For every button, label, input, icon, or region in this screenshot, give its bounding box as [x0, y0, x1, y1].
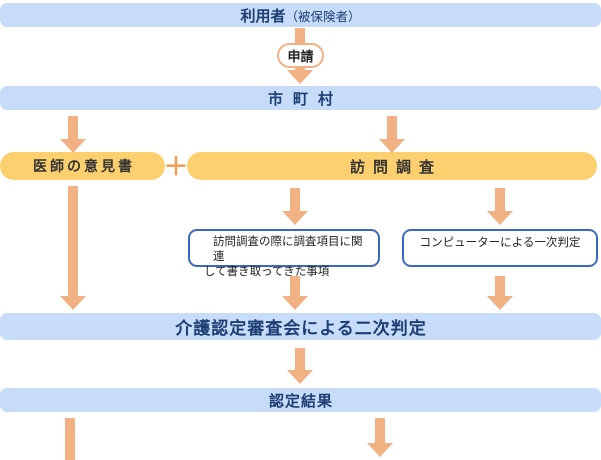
arrow-shaft [495, 188, 505, 211]
arrow-result-outgoing-left [57, 418, 83, 460]
visit-survey-label: 訪問調査 [349, 158, 442, 176]
arrow-computer-to-secondary-judgement [487, 276, 513, 310]
arrow-shaft [65, 418, 75, 460]
visit-survey-pill: 訪問調査 [187, 152, 597, 180]
arrow-shaft [387, 116, 397, 139]
arrow-doctor-opinion-to-secondary-judgement [60, 186, 86, 310]
arrow-head [60, 139, 86, 153]
arrow-head [287, 70, 313, 84]
arrow-shaft [290, 188, 300, 211]
result-label: 認定結果 [268, 392, 333, 410]
secondary-judgement-label: 介護認定審査会による二次判定 [175, 319, 427, 338]
arrow-secondary-judgement-to-result [287, 348, 313, 384]
user-bar-title: 利用者 [240, 7, 286, 25]
arrow-result-outgoing-right [367, 418, 393, 457]
arrow-shaft [68, 186, 78, 296]
arrow-shaft [495, 276, 505, 296]
result-bar: 認定結果 [0, 388, 601, 412]
arrow-head [367, 443, 393, 457]
user-bar-subtitle: （被保険者） [285, 9, 361, 24]
user-bar: 利用者（被保険者） [0, 3, 601, 27]
doctor-opinion-label: 医師の意見書 [33, 158, 135, 174]
arrow-shaft [68, 116, 78, 139]
municipality-label: 市町村 [267, 90, 343, 108]
application-label: 申請 [287, 49, 314, 64]
arrow-head [379, 139, 405, 153]
doctor-opinion-pill: 医師の意見書 [0, 152, 165, 180]
application-capsule: 申請 [277, 43, 324, 68]
arrow-municipality-to-visit-survey [379, 116, 405, 153]
arrow-visit-survey-to-computer [487, 188, 513, 225]
survey-notes-line2: して書き取ってきた事項 [204, 266, 330, 278]
arrow-visit-survey-to-notes [282, 188, 308, 225]
arrow-shaft [375, 418, 385, 443]
arrow-head [287, 370, 313, 384]
arrow-head [282, 211, 308, 225]
computer-judgement-box: コンピューターによる一次判定 [402, 229, 598, 267]
arrow-notes-to-secondary-judgement [282, 276, 308, 310]
arrow-municipality-to-doctor-opinion [60, 116, 86, 153]
municipality-bar: 市町村 [0, 86, 601, 110]
arrow-shaft [295, 348, 305, 370]
survey-notes-box: 訪問調査の際に調査項目に関連 して書き取ってきた事項 [188, 229, 380, 278]
arrow-head [282, 296, 308, 310]
arrow-shaft [290, 276, 300, 296]
plus-sign: ＋ [163, 153, 189, 181]
secondary-judgement-bar: 介護認定審査会による二次判定 [0, 313, 601, 340]
arrow-head [487, 211, 513, 225]
computer-judgement-label: コンピューターによる一次判定 [419, 237, 581, 249]
survey-notes-line1: 訪問調査の際に調査項目に関連 [213, 236, 363, 263]
arrow-head [487, 296, 513, 310]
arrow-head [60, 296, 86, 310]
